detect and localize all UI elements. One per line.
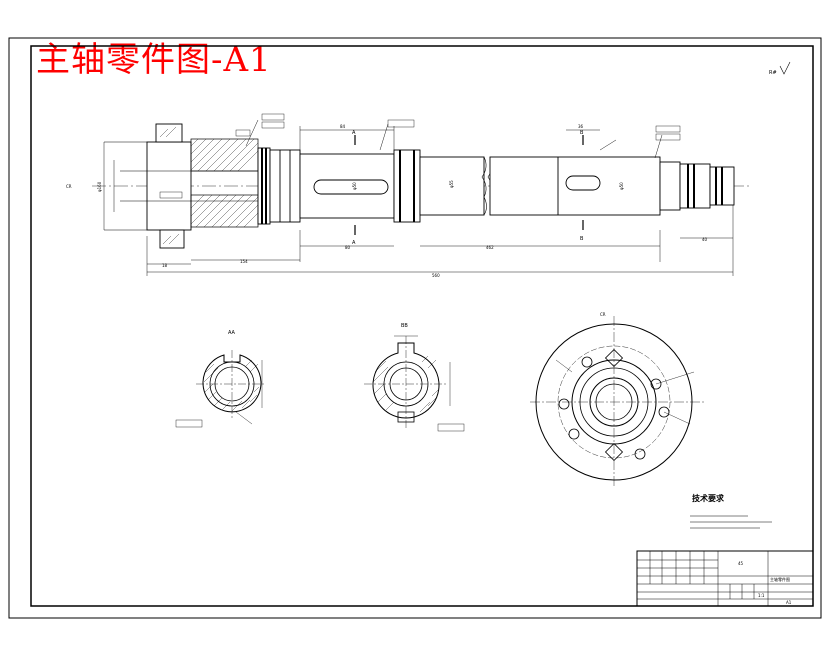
svg-text:φ50: φ50 [352,182,357,190]
svg-text:CR: CR [600,312,606,317]
svg-text:462: 462 [486,245,494,250]
dimension-text: 560 154 18 80 462 40 84 36 φ55 φ50 φ50 φ… [66,124,708,278]
technical-requirements: 技术要求 [690,493,772,529]
svg-text:560: 560 [432,273,440,278]
svg-text:45: 45 [738,561,744,566]
outer-frame [8,37,822,619]
tolerance-frames [159,113,681,199]
svg-text:18: 18 [162,263,168,268]
roughness-symbol: R# [769,61,791,76]
svg-text:A: A [352,130,356,136]
title-block-text: 45 主轴零件图 1:1 A1 [738,561,792,605]
svg-text:B: B [580,130,584,136]
svg-text:84: 84 [340,124,346,129]
svg-text:A: A [352,240,356,246]
svg-text:技术要求: 技术要求 [692,493,725,503]
main-view-dimensions [103,119,734,276]
svg-text:AA: AA [228,330,236,336]
svg-text:CR: CR [66,184,72,189]
svg-text:φ50: φ50 [619,182,624,190]
svg-text:R#: R# [769,70,777,76]
title-block [636,550,814,607]
svg-text:φ55: φ55 [449,180,454,188]
svg-text:36: 36 [578,124,584,129]
section-bb: BB [364,323,465,432]
shaft-main-view [92,123,752,249]
svg-text:φ160: φ160 [97,181,102,192]
svg-text:BB: BB [401,323,408,329]
svg-text:1:1: 1:1 [758,593,765,598]
svg-text:40: 40 [702,237,708,242]
svg-text:154: 154 [240,259,248,264]
svg-text:B: B [580,236,584,242]
flange-end-view: CR [530,312,706,488]
svg-text:80: 80 [345,245,351,250]
section-aa: AA [175,330,266,428]
svg-text:主轴零件图: 主轴零件图 [770,576,790,582]
svg-text:A1: A1 [786,600,792,605]
inner-frame [30,45,814,607]
